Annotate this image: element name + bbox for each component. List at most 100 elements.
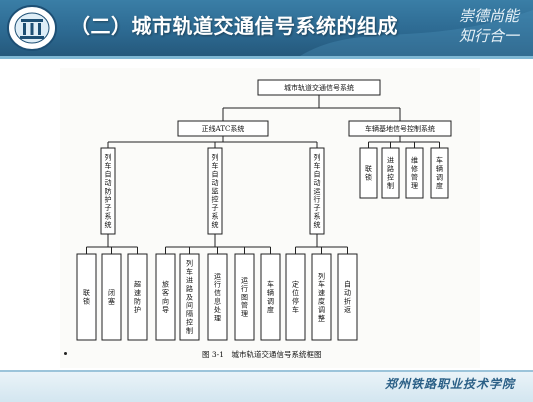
node-depot-child-char: 控 [387,173,394,182]
header-wave-decoration [300,10,533,56]
node-ats-child-char: 运 [241,277,248,285]
node-ats-child-char: 行 [241,284,248,293]
node-depot-child-char: 理 [411,182,418,190]
bullet-dot [64,352,67,355]
node-ats-child-char: 制 [186,326,193,335]
node-depot-child-char: 联 [365,164,372,173]
node-ats-child-char: 间 [186,302,193,310]
node-ato-child-char: 整 [318,313,325,322]
node-atp-char: 列 [105,153,112,162]
node-atp-child-char: 闭 [108,289,115,297]
node-atp-child: 联锁 [76,253,97,341]
node-ato-char: 动 [314,178,321,187]
node-atp-child-char: 护 [134,305,141,314]
motto-line-1: 崇德尚能 [458,7,519,25]
node-atp-char: 护 [105,195,112,204]
node-ato-char: 系 [314,212,321,221]
node-ats-child-char: 及 [186,293,193,301]
node-atp-char: 自 [105,170,112,179]
node-ats-child-char: 路 [186,284,193,293]
node-atp-char: 统 [105,220,112,229]
node-ats-child-char: 辆 [267,288,274,297]
node-ats-char: 控 [212,195,219,204]
node-ats-child-char: 旅 [162,280,169,289]
node-ats-char: 监 [212,186,219,195]
node-ato-child-char: 动 [344,288,351,297]
node-ats-char: 车 [212,161,219,170]
node-depot-child-char: 制 [387,181,394,190]
footer-bar [0,370,533,402]
node-ats-child-char: 向 [162,297,169,306]
node-atp-char: 防 [105,186,112,195]
node-atp-char: 车 [105,161,112,170]
node-depot-child-char: 度 [436,181,443,190]
node-ats-child-char: 车 [267,280,274,289]
node-depot-child-char: 路 [387,164,394,173]
node-ats-child-char: 理 [214,314,221,322]
node-depot-child-char: 调 [436,173,443,182]
node-ats-char: 系 [212,212,219,221]
node-ats-child-char: 车 [186,267,193,276]
node-atp-char: 子 [105,204,112,212]
node-atc: 正线ATC系统 [177,120,269,137]
node-depot-child-char: 进 [387,157,394,165]
diagram-figure: 城市轨道交通信号系统正线ATC系统车辆基地信号控制系统列车自动防护子系统列车自动… [60,68,480,368]
node-atp-child-char: 防 [134,297,141,306]
node-ato-char: 列 [314,153,321,162]
node-ato-char: 子 [314,204,321,212]
node-ato-char: 行 [314,195,321,204]
node-ats-child-char: 理 [241,310,248,318]
node-ats-child-char: 隔 [186,309,193,318]
node-ato-child-char: 折 [344,297,351,306]
node-ats-child-char: 客 [162,288,169,297]
node-ato-char: 运 [314,187,321,195]
node-ato-char: 统 [314,220,321,229]
node-ato-child-char: 位 [292,288,299,297]
node-ats-child-char: 控 [186,318,193,327]
node-ato-child-char: 车 [292,305,299,314]
node-ats-child-char: 图 [241,293,248,301]
node-root-label: 城市轨道交通信号系统 [284,83,354,92]
footer-school-name: 郑州铁路职业技术学院 [384,377,515,391]
node-ato-child-char: 调 [318,305,325,314]
node-ats-char: 动 [212,178,219,187]
node-ats-child-char: 息 [214,297,221,306]
node-depot-child-char: 锁 [365,173,372,182]
header-banner: （二）城市轨道交通信号系统的组成 崇德尚能 知行合一 [0,0,533,59]
node-ats-child-char: 行 [214,280,221,289]
node-ato-child-char: 停 [292,297,299,306]
node-ato-child-char: 车 [318,280,325,289]
node-atp-child-char: 塞 [108,297,115,306]
node-depot-child-char: 维 [411,156,418,165]
figure-caption: 图 3-1 城市轨道交通信号系统框图 [202,350,322,359]
node-ato-char: 车 [314,161,321,170]
node-atp-char: 动 [105,178,112,187]
node-atp-char: 系 [105,212,112,221]
node-ats-child-char: 信 [214,288,221,297]
node-ats-char: 列 [212,153,219,162]
node-ato-char: 自 [314,170,321,179]
node-ato-child-char: 返 [344,306,351,314]
node-depot-label: 车辆基地信号控制系统 [365,124,435,133]
node-depot-child: 联锁 [359,147,378,199]
node-atp-child-char: 锁 [83,297,90,306]
node-ats-child-char: 运 [214,272,221,280]
node-depot-child-char: 管 [411,173,418,182]
node-ats-char: 统 [212,220,219,229]
node-ats-child-char: 度 [267,305,274,314]
node-atp-child: 闭塞 [101,253,122,341]
node-atp-child-char: 联 [83,288,90,297]
node-ats-child-char: 处 [214,305,221,314]
node-depot-child-char: 车 [436,156,443,165]
